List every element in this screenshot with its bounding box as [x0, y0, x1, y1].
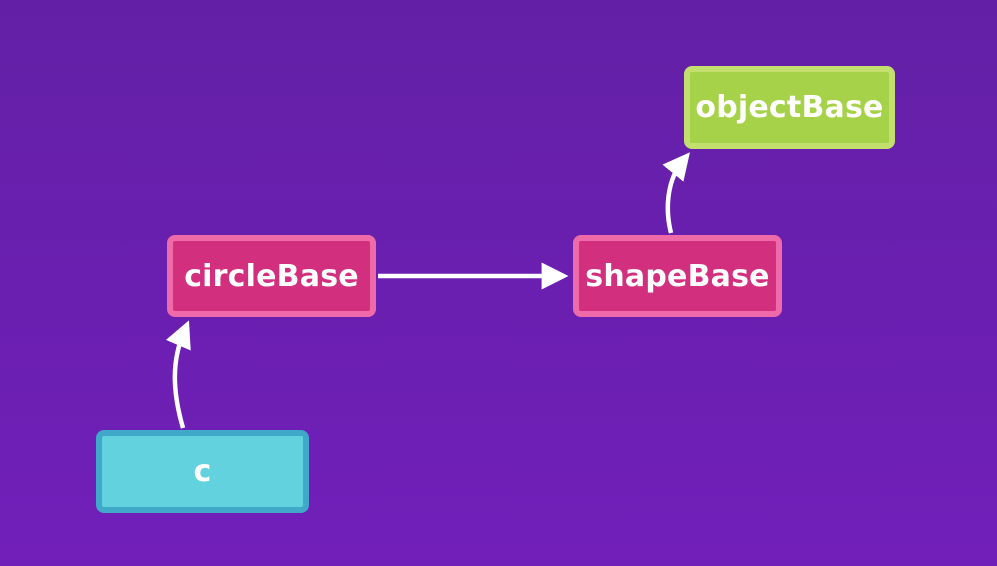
node-c-label: c [193, 454, 212, 489]
arrow-c-to-circleBase [165, 320, 191, 429]
node-circleBase: circleBase [167, 235, 376, 317]
node-objectBase-label: objectBase [695, 90, 884, 125]
node-c: c [96, 430, 309, 513]
arrow-shapeBase-to-objectBase [662, 152, 690, 234]
node-shapeBase-label: shapeBase [585, 258, 770, 294]
node-circleBase-label: circleBase [184, 258, 359, 294]
node-shapeBase: shapeBase [573, 235, 782, 317]
node-objectBase: objectBase [684, 66, 895, 149]
